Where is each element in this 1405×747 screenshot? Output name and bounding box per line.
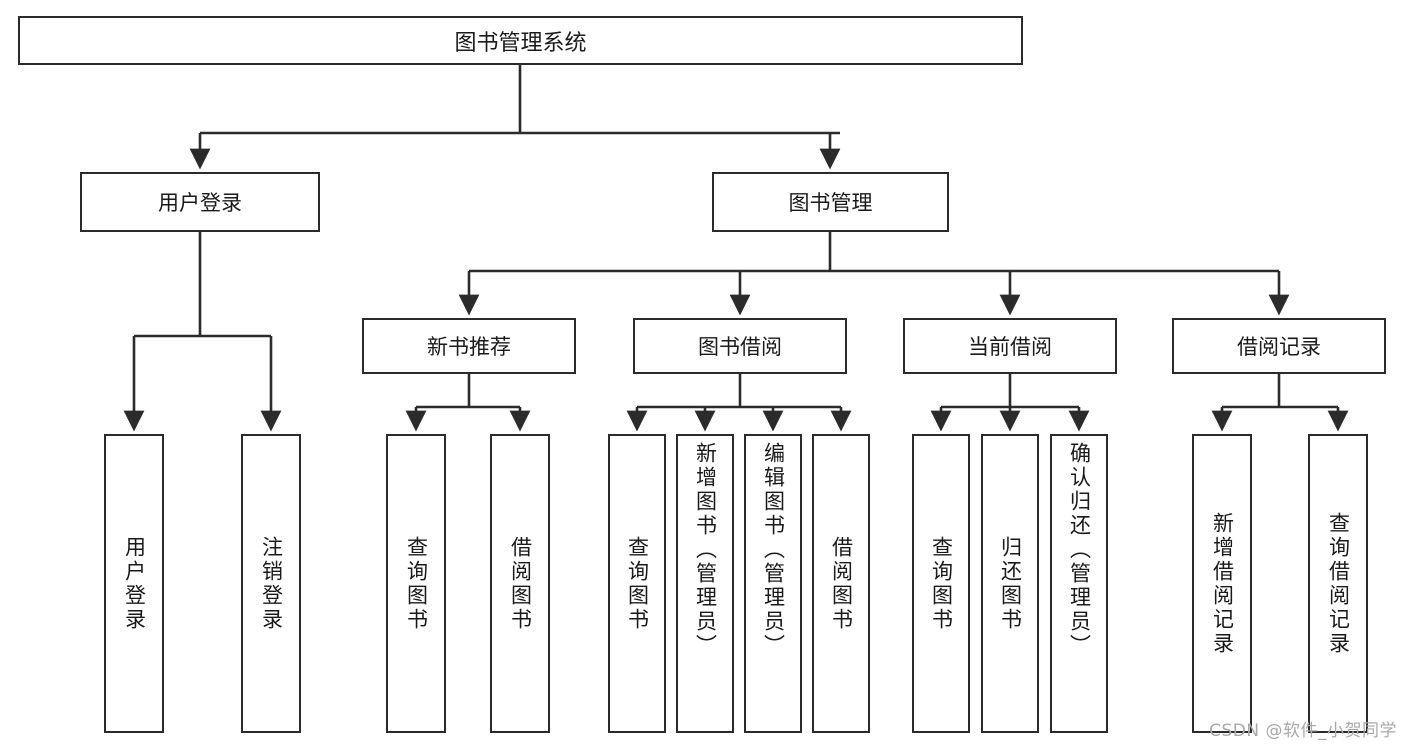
node-leaf-logout[interactable]: 注销登录 bbox=[241, 434, 301, 733]
node-leaf-query-book-2[interactable]: 查询图书 bbox=[608, 434, 666, 733]
node-new-book-recommend[interactable]: 新书推荐 bbox=[362, 318, 576, 374]
node-leaf-borrow-book-2-label: 借阅图书 bbox=[829, 535, 854, 632]
node-borrow-record-label: 借阅记录 bbox=[1237, 335, 1321, 359]
node-leaf-borrow-book-1[interactable]: 借阅图书 bbox=[490, 434, 550, 733]
node-leaf-user-login[interactable]: 用户登录 bbox=[104, 434, 164, 733]
node-leaf-borrow-book-1-label: 借阅图书 bbox=[508, 535, 533, 632]
node-leaf-query-book-2-label: 查询图书 bbox=[625, 535, 650, 632]
node-root-label: 图书管理系统 bbox=[454, 30, 587, 56]
node-leaf-query-book-1[interactable]: 查询图书 bbox=[386, 434, 446, 733]
node-user-login-label: 用户登录 bbox=[158, 191, 242, 215]
node-book-borrow-label: 图书借阅 bbox=[698, 335, 782, 359]
node-leaf-return-book-label: 归还图书 bbox=[998, 535, 1023, 632]
node-leaf-query-book-1-label: 查询图书 bbox=[404, 535, 429, 632]
node-leaf-confirm-return-label: 确认归还（管理员） bbox=[1067, 442, 1092, 658]
node-book-manage-label: 图书管理 bbox=[788, 191, 873, 215]
node-borrow-record[interactable]: 借阅记录 bbox=[1172, 318, 1386, 374]
node-leaf-add-record[interactable]: 新增借阅记录 bbox=[1192, 434, 1252, 733]
node-leaf-add-book[interactable]: 新增图书（管理员） bbox=[676, 434, 734, 733]
node-leaf-edit-book[interactable]: 编辑图书（管理员） bbox=[744, 434, 802, 733]
node-book-borrow[interactable]: 图书借阅 bbox=[633, 318, 847, 374]
node-leaf-query-book-3-label: 查询图书 bbox=[929, 535, 954, 632]
node-current-borrow-label: 当前借阅 bbox=[968, 335, 1052, 359]
node-leaf-borrow-book-2[interactable]: 借阅图书 bbox=[812, 434, 870, 733]
watermark: CSDN @软件_小贺同学 bbox=[1209, 721, 1397, 741]
node-leaf-return-book[interactable]: 归还图书 bbox=[981, 434, 1039, 733]
node-leaf-confirm-return[interactable]: 确认归还（管理员） bbox=[1050, 434, 1108, 733]
node-leaf-query-record[interactable]: 查询借阅记录 bbox=[1308, 434, 1368, 733]
node-leaf-query-record-label: 查询借阅记录 bbox=[1326, 511, 1351, 656]
node-current-borrow[interactable]: 当前借阅 bbox=[903, 318, 1117, 374]
node-leaf-logout-label: 注销登录 bbox=[259, 535, 284, 632]
node-root[interactable]: 图书管理系统 bbox=[18, 16, 1023, 65]
node-leaf-query-book-3[interactable]: 查询图书 bbox=[912, 434, 970, 733]
node-new-book-recommend-label: 新书推荐 bbox=[427, 335, 511, 359]
node-leaf-add-book-label: 新增图书（管理员） bbox=[693, 442, 718, 658]
node-leaf-add-record-label: 新增借阅记录 bbox=[1210, 511, 1235, 656]
node-book-manage[interactable]: 图书管理 bbox=[712, 172, 949, 232]
node-leaf-user-login-label: 用户登录 bbox=[122, 535, 147, 632]
node-leaf-edit-book-label: 编辑图书（管理员） bbox=[761, 442, 786, 658]
node-user-login[interactable]: 用户登录 bbox=[80, 172, 320, 232]
